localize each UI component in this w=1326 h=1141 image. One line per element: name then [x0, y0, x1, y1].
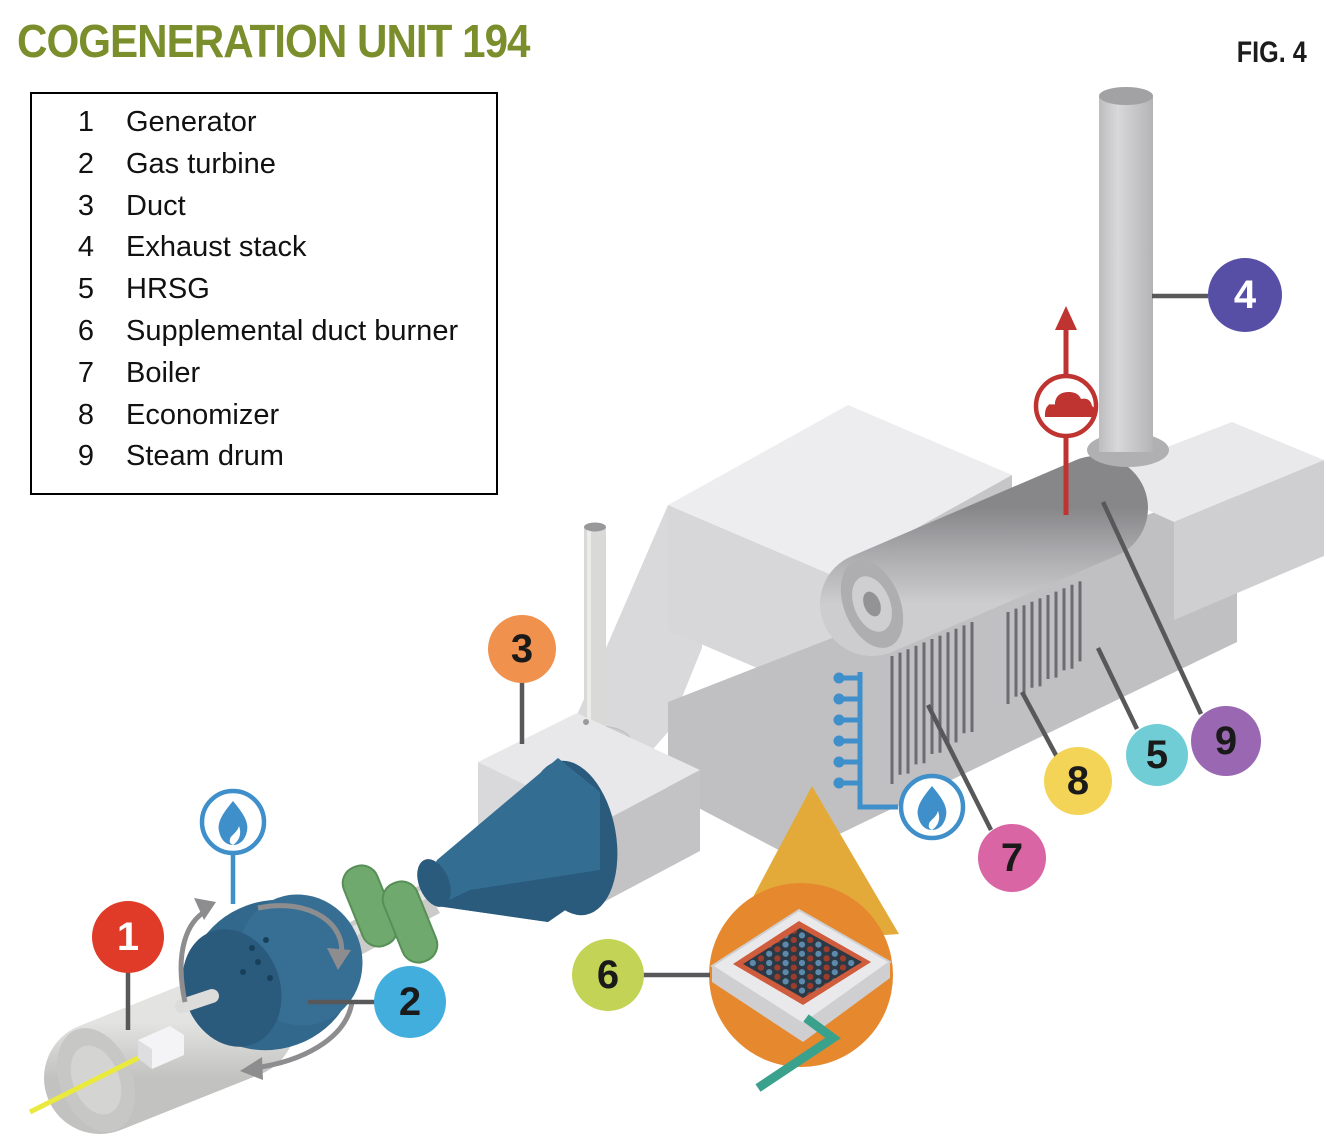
- hrsg-roof: [668, 405, 1012, 575]
- fuel-gas-manifold: [833, 672, 898, 810]
- boiler-tube-bundle: [890, 622, 974, 784]
- legend-item-exhaust-stack: 4 Exhaust stack: [32, 231, 496, 273]
- legend-label: Generator: [126, 106, 257, 138]
- stack-platform-front: [1174, 460, 1324, 620]
- legend-number: 4: [77, 231, 94, 264]
- page-title: COGENERATION UNIT 194: [17, 16, 530, 68]
- legend-number: 1: [77, 106, 94, 138]
- rotation-arrows: [178, 898, 355, 1080]
- legend-box: 1 Generator 2 Gas turbine 3 Duct 4 Exhaust s…: [30, 92, 498, 495]
- callout-number: 9: [1215, 719, 1237, 763]
- hrsg-left-face: [668, 505, 832, 700]
- legend-label: Duct: [126, 189, 186, 222]
- callout-economizer: 8: [1044, 747, 1112, 815]
- callout-hrsg: 5: [1126, 724, 1188, 786]
- exhaust-emissions-icon: [1033, 373, 1099, 439]
- legend-item-economizer: 8 Economizer: [32, 399, 496, 441]
- legend-number: 2: [77, 147, 94, 180]
- generator-shaft-line: [28, 1050, 150, 1115]
- legend-label: Boiler: [126, 356, 201, 389]
- callout-duct-burner: 6: [572, 939, 644, 1011]
- callout-steam-drum: 9: [1191, 706, 1261, 776]
- legend-label: Gas turbine: [126, 147, 276, 180]
- callout-number: 6: [597, 953, 619, 997]
- burner-fuel-pipe: [755, 1014, 841, 1092]
- legend-item-steam-drum: 9 Steam drum: [32, 440, 496, 482]
- duct-burner-magnifier: [709, 786, 899, 1092]
- legend-label: Steam drum: [126, 440, 284, 473]
- economizer-tube-bundle: [1006, 581, 1082, 704]
- legend-label: Economizer: [126, 398, 280, 431]
- callout-generator: 1: [92, 901, 164, 973]
- legend-label: Supplemental duct burner: [126, 314, 459, 347]
- cone-small-end: [417, 859, 451, 907]
- legend-item-generator: 1 Generator: [32, 106, 496, 148]
- figure-number-label: FIG. 4: [1236, 36, 1307, 69]
- callout-gas-turbine: 2: [374, 966, 446, 1038]
- callout-exhaust-stack: 4: [1208, 258, 1282, 332]
- legend-number: 8: [77, 398, 94, 431]
- legend-item-hrsg: 5 HRSG: [32, 273, 496, 315]
- steam-drum: [820, 456, 1148, 656]
- callout-number: 7: [1001, 836, 1023, 880]
- cone-shadow: [437, 870, 600, 922]
- coupling-ring: [381, 880, 439, 964]
- gas-flame-icon: [898, 773, 966, 841]
- legend-item-boiler: 7 Boiler: [32, 357, 496, 399]
- callout-number: 8: [1067, 759, 1089, 803]
- callout-duct: 3: [488, 615, 556, 683]
- gas-flame-icon: [199, 788, 267, 904]
- legend-item-duct: 3 Duct: [32, 190, 496, 232]
- callout-number: 1: [117, 915, 139, 959]
- callout-leader-lines: [125, 293, 1208, 1030]
- exhaust-stack: [1087, 87, 1169, 467]
- legend-label: Exhaust stack: [126, 231, 307, 264]
- legend-number: 3: [77, 189, 94, 222]
- legend-item-duct-burner: 6 Supplemental duct burner: [32, 315, 496, 357]
- hrsg-front-face: [668, 480, 1237, 857]
- callout-boiler: 7: [978, 824, 1046, 892]
- callout-number: 4: [1234, 273, 1257, 317]
- legend-item-gas-turbine: 2 Gas turbine: [32, 148, 496, 190]
- legend-label: HRSG: [126, 273, 210, 306]
- callout-number: 5: [1146, 733, 1168, 777]
- legend-number: 5: [77, 273, 94, 306]
- callout-number: 2: [399, 980, 421, 1024]
- callout-number: 3: [511, 627, 533, 671]
- legend-number: 6: [77, 314, 94, 347]
- legend-number: 7: [77, 356, 94, 389]
- legend-number: 9: [77, 440, 94, 473]
